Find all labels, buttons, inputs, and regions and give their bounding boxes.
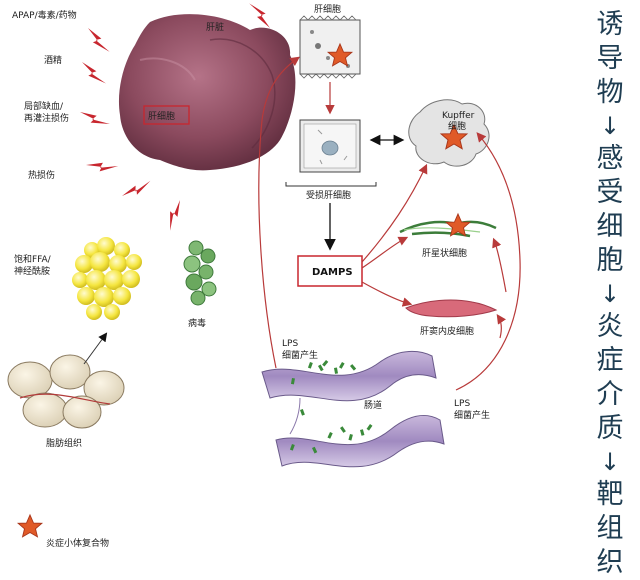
lps-to-hepatocyte-arrow xyxy=(258,56,300,369)
damaged-hepatocyte-icon xyxy=(299,119,361,173)
lps-to-sinusoidal-arrow xyxy=(496,314,506,339)
damaged-hepatocyte-label: 受损肝细胞 xyxy=(306,189,351,201)
damps-to-stellate-arrow xyxy=(361,236,409,269)
sidebar-char: 受 xyxy=(596,177,624,208)
kupffer-label-1: Kupffer xyxy=(442,111,475,121)
adipose-tissue-icon xyxy=(7,354,125,429)
diagram-stage: 肝细胞 肝脏 APAP/毒素/药物 酒精 局部缺血/ 再灌注损伤 热损伤 饱和F… xyxy=(7,3,634,578)
lightning-virus-icon xyxy=(164,200,186,231)
insult-ffa-label-1: 饱和FFA/ xyxy=(14,253,52,265)
lightning-alcohol-icon xyxy=(78,62,110,84)
lps-right-label-1: LPS xyxy=(454,399,470,409)
lps-to-kupffer-arrow xyxy=(455,132,521,391)
sidebar-char: 质 xyxy=(596,413,624,444)
intestine-label: 肠道 xyxy=(364,399,382,411)
sidebar-char: 组 xyxy=(596,513,624,544)
sidebar-char: 细 xyxy=(596,211,624,242)
hepatocyte-cell-icon xyxy=(299,15,361,79)
liver-organ-icon xyxy=(118,14,296,171)
lps-to-stellate-arrow xyxy=(492,237,507,293)
lps-left-label-1: LPS xyxy=(282,339,298,349)
insult-virus-label: 病毒 xyxy=(188,317,206,329)
sidebar-char: 导 xyxy=(596,43,624,74)
sidebar-char: 症 xyxy=(596,345,624,376)
lightning-topright-icon xyxy=(243,3,276,29)
fat-droplets-icon xyxy=(72,237,142,320)
damps-box xyxy=(297,255,363,287)
inflammasome-legend-icon xyxy=(17,514,43,538)
sinusoidal-label: 肝窦内皮细胞 xyxy=(420,325,474,337)
lps-right-label-2: 细菌产生 xyxy=(454,409,490,421)
damps-to-sinusoidal-arrow xyxy=(361,281,413,307)
damps-label: DAMPS xyxy=(312,267,353,278)
insult-ffa-label-2: 神经酰胺 xyxy=(14,265,50,277)
hepatocyte-box xyxy=(143,105,190,125)
sidebar-flow: 诱导物 ↓ 感受细胞 ↓ 炎症介质 ↓ 靶组织 xyxy=(586,8,634,578)
sidebar-char: 感 xyxy=(596,143,624,174)
kupffer-cell-icon xyxy=(408,99,490,167)
lps-left-label-2: 细菌产生 xyxy=(282,349,318,361)
sidebar-char: 炎 xyxy=(596,311,624,342)
lightning-ffa-icon xyxy=(122,172,151,205)
sidebar-char: 介 xyxy=(596,379,624,410)
stellate-label: 肝星状细胞 xyxy=(422,247,467,259)
sidebar-char: 物 xyxy=(596,77,624,108)
lightning-ischemia-icon xyxy=(80,108,110,128)
insult-alcohol-label: 酒精 xyxy=(44,54,62,66)
virus-cluster-icon xyxy=(183,240,217,306)
insult-heat-label: 热损伤 xyxy=(28,169,55,181)
insult-ischemia-label-1: 局部缺血/ xyxy=(24,100,64,112)
sidebar-char: 靶 xyxy=(596,479,624,510)
lightning-heat-icon xyxy=(86,151,119,180)
adipose-label: 脂肪组织 xyxy=(46,437,82,449)
damps-to-kupffer-arrow xyxy=(361,163,428,263)
insult-ischemia-label-2: 再灌注损伤 xyxy=(24,112,69,124)
lightning-apap-icon xyxy=(83,28,115,52)
diagram-canvas: 肝细胞 肝脏 APAP/毒素/药物 酒精 局部缺血/ 再灌注损伤 热损伤 饱和F… xyxy=(7,3,521,549)
kupffer-label-2: 细胞 xyxy=(448,120,466,132)
sidebar-char: 诱 xyxy=(596,9,624,40)
insult-apap-label: APAP/毒素/药物 xyxy=(12,9,77,21)
inflammasome-legend-label: 炎症小体复合物 xyxy=(46,537,109,549)
adipose-to-fat-arrow xyxy=(83,332,108,365)
sidebar-arrow-icon: ↓ xyxy=(599,112,621,140)
liver-label: 肝脏 xyxy=(206,21,224,33)
sidebar-arrow-icon: ↓ xyxy=(599,448,621,476)
sidebar-char: 胞 xyxy=(596,245,624,276)
sidebar-char: 织 xyxy=(596,547,624,578)
stellate-cell-icon xyxy=(399,213,497,238)
hepatocyte-label: 肝细胞 xyxy=(314,3,341,15)
sinusoidal-cell-icon xyxy=(405,299,498,318)
sidebar-arrow-icon: ↓ xyxy=(599,280,621,308)
intestine-icon xyxy=(261,351,445,468)
liver-hepatocyte-label: 肝细胞 xyxy=(148,110,175,122)
